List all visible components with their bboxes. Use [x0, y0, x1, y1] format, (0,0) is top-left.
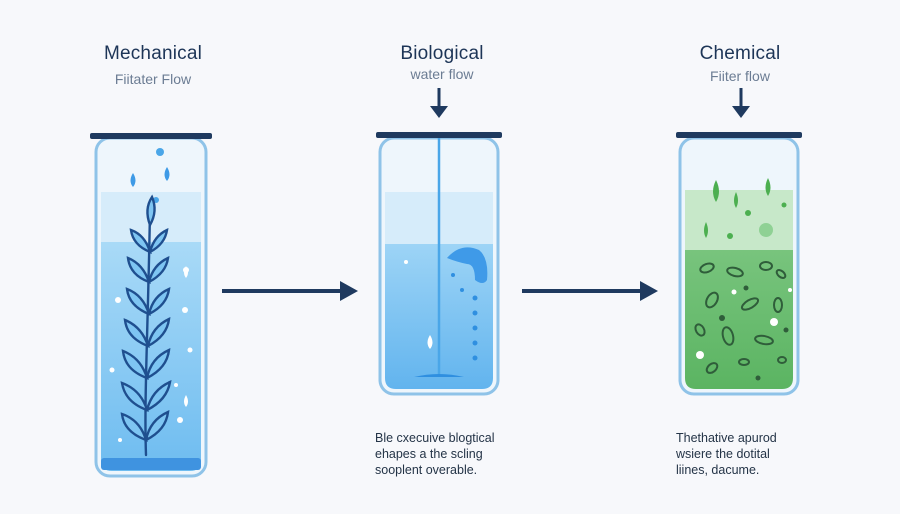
stage-title-biological: Biological	[400, 43, 484, 64]
falling-drop-icon	[130, 173, 136, 187]
bubbles	[696, 288, 792, 359]
flow-arrow-2	[522, 281, 658, 301]
particles-solid	[719, 285, 789, 381]
stage-title-chemical: Chemical	[699, 43, 781, 64]
chem-top-layer	[685, 190, 793, 250]
flow-arrow-1	[222, 281, 358, 301]
water-drop	[156, 148, 164, 156]
chem-drops	[704, 178, 787, 239]
caption-line: Thethative apurod	[676, 431, 777, 445]
chemical-tube	[676, 88, 802, 396]
stage-subtitle-biological: water flow	[410, 66, 474, 82]
biofilm-blob	[447, 247, 488, 283]
stage-subtitle-mechanical: Fiitater Flow	[114, 71, 192, 87]
caption-line: wsiere the dotital	[676, 447, 770, 461]
bubble	[404, 260, 408, 264]
stage-subtitle-chemical: Fiiter flow	[710, 68, 770, 84]
drop-icon	[427, 335, 433, 349]
caption-line: Ble cxecuive blogtical	[375, 431, 495, 445]
stream-pool	[414, 374, 464, 377]
tube-cap	[90, 133, 212, 139]
caption-line: liines, dacume.	[676, 463, 760, 477]
water-bottom	[101, 458, 201, 470]
drop-icon	[184, 395, 188, 407]
caption-line: ehapes a the scling	[375, 447, 483, 461]
plant-icon	[120, 194, 172, 457]
tube-cap	[376, 132, 502, 138]
mechanical-tube	[90, 133, 212, 478]
inlet-arrow-icon	[430, 88, 448, 118]
chem-liquid	[685, 250, 793, 389]
biological-tube	[376, 88, 502, 396]
water-body	[101, 242, 201, 471]
caption-biological: Ble cxecuive blogtical ehapes a the scli…	[375, 430, 575, 478]
tube-cap	[676, 132, 802, 138]
drop-icon	[184, 266, 188, 278]
inlet-arrow-icon	[732, 88, 750, 118]
bubbles	[451, 273, 478, 361]
caption-chemical: Thethative apurod wsiere the dotital lii…	[676, 430, 876, 478]
falling-drop-icon	[164, 167, 170, 181]
caption-line: sooplent overable.	[375, 463, 478, 477]
stage-title-mechanical: Mechanical	[103, 43, 203, 64]
particles	[694, 261, 787, 374]
